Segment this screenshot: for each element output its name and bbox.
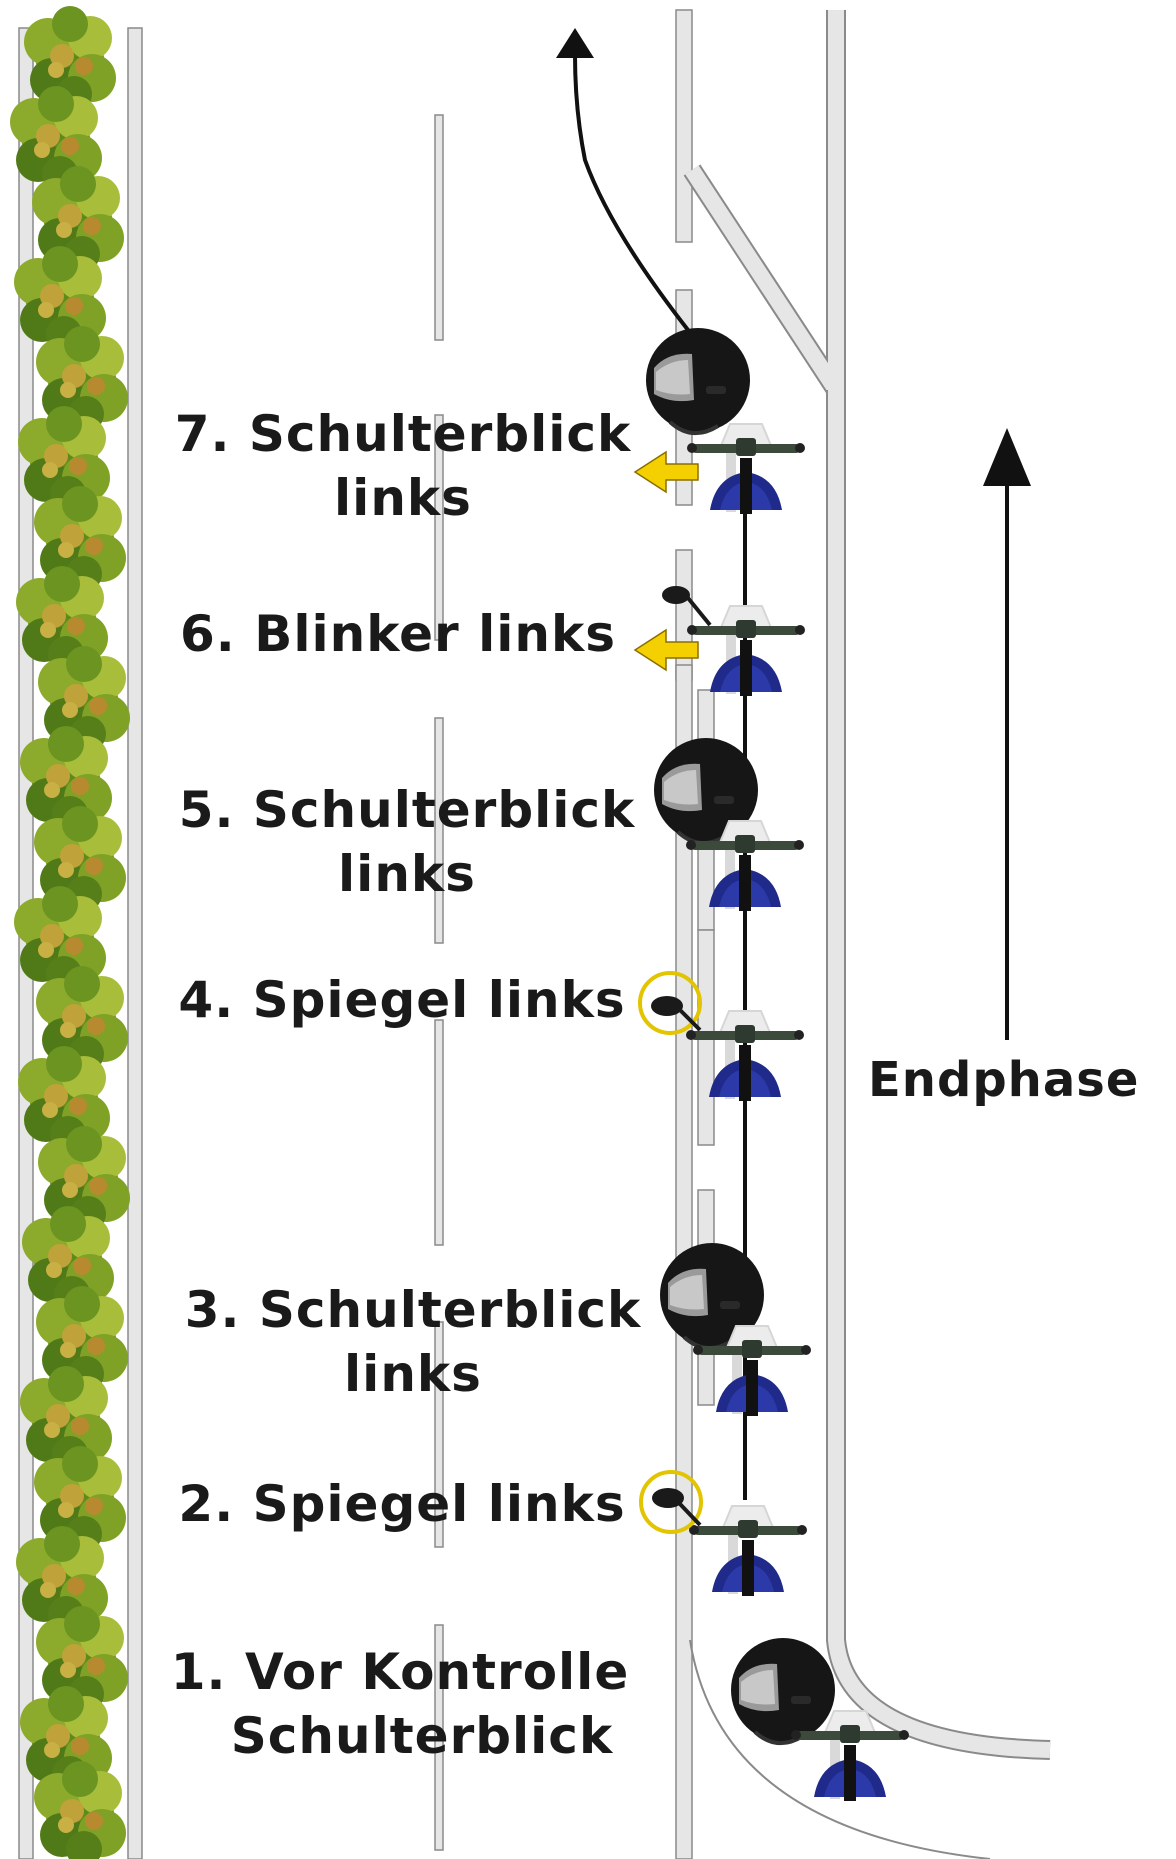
merge-lane-lines — [683, 10, 1051, 1859]
indicator-arrow-icon — [633, 628, 699, 672]
step-line: links — [338, 845, 476, 903]
mirror-icon — [638, 971, 702, 1035]
step-line: 1. Vor Kontrolle — [170, 1643, 630, 1701]
step-line: links — [344, 1345, 482, 1403]
step-line: links — [334, 469, 472, 527]
up-arrow-icon — [556, 28, 594, 58]
lane-dashes-right — [675, 9, 715, 1859]
tree-row — [10, 6, 130, 1859]
step-line: 3. Schulterblick — [184, 1281, 642, 1339]
step-line: 4. Spiegel links — [178, 971, 626, 1029]
step-label: 3. Schulterblick links — [178, 1278, 648, 1406]
step-line: 7. Schulterblick — [174, 405, 632, 463]
step-label: 4. Spiegel links — [172, 968, 632, 1032]
helmet-icon — [729, 1636, 837, 1746]
up-arrow-icon — [983, 428, 1031, 486]
exit-path-line — [573, 54, 690, 332]
tree-icon — [34, 1761, 126, 1859]
motorcycle-icon — [688, 1505, 808, 1597]
step-label: 6. Blinker links — [168, 602, 628, 666]
helmet-icon — [644, 326, 752, 436]
mirror-icon — [662, 586, 712, 627]
motorcycle-icon — [686, 423, 806, 515]
step-line: 6. Blinker links — [180, 605, 616, 663]
indicator-arrow-icon — [633, 450, 699, 494]
step-line: Schulterblick — [230, 1707, 614, 1765]
phase-label: Endphase — [868, 1052, 1140, 1108]
step-label: 2. Spiegel links — [172, 1472, 632, 1536]
lane-dashes-center — [434, 114, 444, 1851]
step-label: 7. Schulterblick links — [168, 402, 638, 530]
step-label: 1. Vor Kontrolle Schulterblick — [170, 1640, 630, 1768]
mirror-icon — [639, 1470, 703, 1534]
step-line: 5. Schulterblick — [178, 781, 636, 839]
step-line: 2. Spiegel links — [178, 1475, 626, 1533]
step-label: 5. Schulterblick links — [172, 778, 642, 906]
